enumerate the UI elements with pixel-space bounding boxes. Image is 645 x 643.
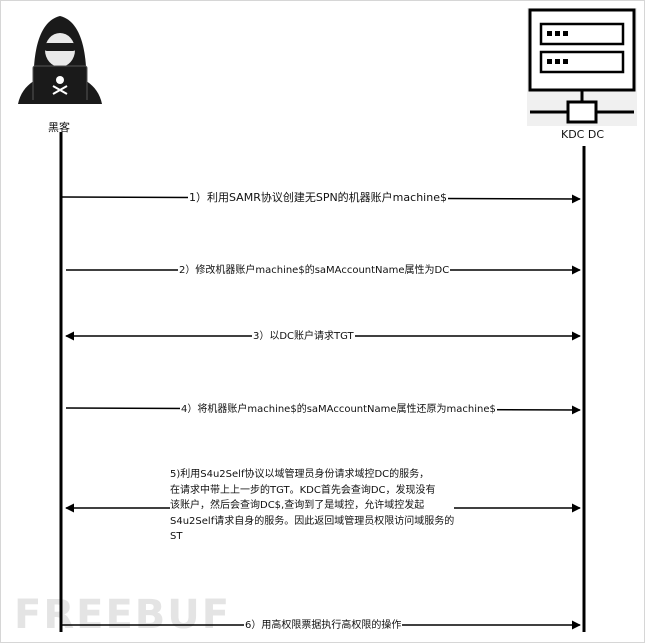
- server-icon: [527, 8, 637, 126]
- message-label-4: 4）将机器账户machine$的saMAccountName属性还原为machi…: [180, 403, 497, 416]
- hacker-icon: [18, 8, 104, 120]
- message-5-line: 在请求中带上上一步的TGT。KDC首先会查询DC，发现没有: [170, 484, 436, 496]
- message-label-6: 6）用高权限票据执行高权限的操作: [244, 619, 403, 632]
- message-5-line: ST: [170, 531, 183, 542]
- message-label-2: 2）修改机器账户machine$的saMAccountName属性为DC: [178, 264, 451, 277]
- message-5-line: S4u2Self请求自身的服务。因此返回域管理员权限访问域服务的: [170, 515, 455, 527]
- message-5-line: 5)利用S4u2Self协议以域管理员身份请求域控DC的服务，: [170, 469, 430, 480]
- kdc-label: KDC DC: [561, 128, 605, 141]
- hacker-label: 黑客: [48, 121, 70, 134]
- message-label-5: 5)利用S4u2Self协议以域管理员身份请求域控DC的服务， 在请求中带上上一…: [170, 467, 455, 545]
- message-5-line: 该账户，然后会查询DC$,查询到了是域控，允许域控发起: [170, 500, 425, 511]
- message-label-3: 3）以DC账户请求TGT: [252, 330, 355, 343]
- freebuf-watermark: FREEBUF: [14, 592, 232, 638]
- message-label-1: 1）利用SAMR协议创建无SPN的机器账户machine$: [188, 191, 448, 204]
